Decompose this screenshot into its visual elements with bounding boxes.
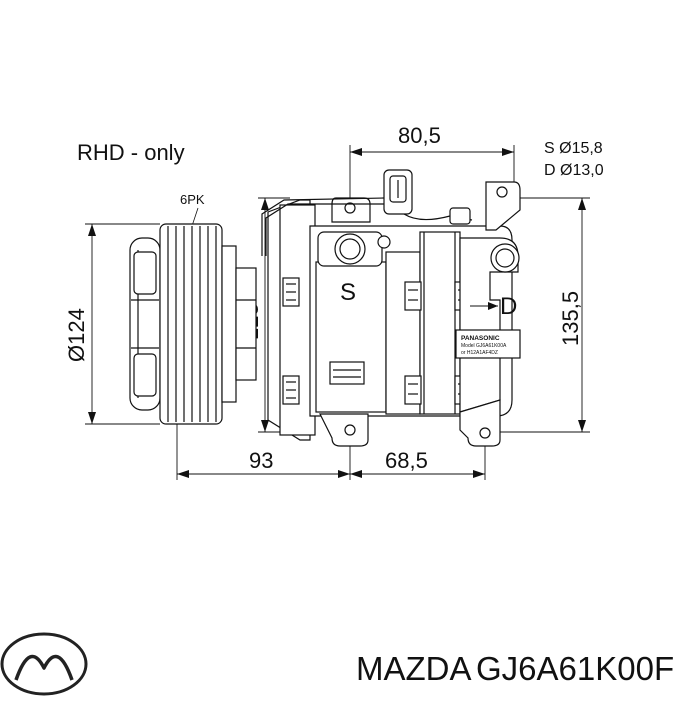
bolt-upper-mid: [404, 281, 422, 311]
label-plate-brand: PANASONIC: [461, 335, 500, 342]
bolt-lower-mid: [404, 375, 422, 405]
dimension-body-height: 135,5: [500, 197, 590, 433]
rhd-note: RHD - only: [77, 140, 185, 165]
belt-label: 6PK: [180, 192, 205, 207]
suction-section: [315, 261, 387, 413]
dimension-body-height-value: 135,5: [558, 291, 583, 346]
mazda-logo: [0, 632, 88, 696]
mount-bottom-right: [459, 399, 501, 447]
mount-bottom-left: [319, 413, 369, 447]
belt-leader: [191, 207, 199, 227]
label-plate-line2: or H12A1AF4DZ: [461, 350, 498, 356]
suction-marker: S: [340, 279, 356, 306]
discharge-marker: D: [500, 293, 517, 320]
rear-head: D: [459, 237, 520, 413]
discharge-port-spec: D Ø13,0: [544, 162, 604, 179]
dimension-pulley-diameter: Ø124: [64, 223, 160, 425]
clutch-wire: [261, 197, 385, 256]
mount-top-right: [485, 181, 521, 231]
pulley: [159, 223, 257, 425]
dimension-bottom: 93 68,5: [176, 400, 486, 480]
front-housing: [267, 199, 316, 441]
mount-top-left: [331, 197, 371, 223]
suction-port-spec: S Ø15,8: [544, 140, 603, 157]
body-marking: [329, 361, 365, 385]
electrical-connector: [383, 169, 473, 225]
dimension-pulley-diameter-value: Ø124: [64, 308, 89, 362]
dimension-left-offset-value: 93: [249, 448, 273, 473]
dimension-top-width-value: 80,5: [398, 123, 441, 148]
footer-brand: MAZDA: [356, 650, 472, 687]
dimension-top-width: 80,5: [349, 123, 515, 198]
label-plate: PANASONIC Model GJ6A61K00A or H12A1AF4DZ: [455, 329, 521, 359]
label-plate-line1: Model GJ6A61K00A: [461, 343, 507, 349]
clutch-plate: [129, 237, 161, 411]
footer-part-number: GJ6A61K00F: [476, 650, 674, 687]
dimension-right-offset-value: 68,5: [385, 448, 428, 473]
suction-port: [317, 231, 391, 267]
